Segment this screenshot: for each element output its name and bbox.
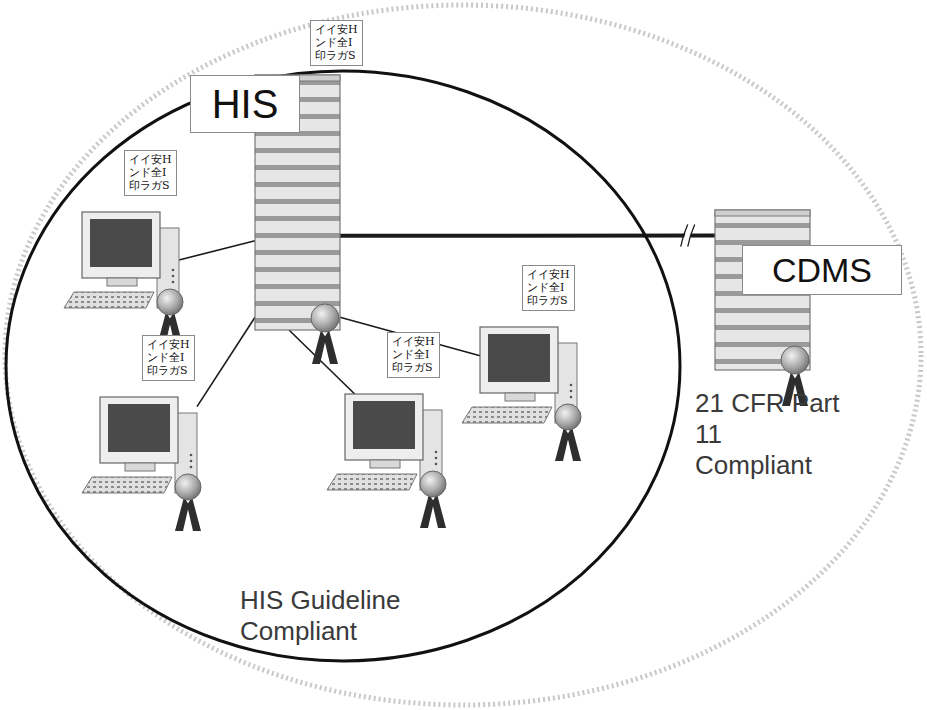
stand-leg (324, 330, 338, 364)
break-gap (682, 226, 694, 246)
node-body-anchor (100, 397, 197, 493)
network-connector (289, 330, 355, 394)
system-name: CDMS (772, 253, 872, 287)
globe-icon (157, 289, 183, 315)
monitor-frame (345, 394, 423, 460)
monitor-frame (82, 212, 160, 278)
globe-icon (781, 346, 809, 374)
network-line (340, 234, 715, 238)
stand-leg (420, 494, 434, 528)
monitor-screen (353, 401, 415, 449)
sticker-text: イイ安H ンド全I 印ラガS (523, 266, 574, 310)
server-illustration (188, 18, 383, 348)
stand-leg (555, 427, 569, 461)
network-line (289, 330, 355, 394)
workstation-node: イイ安H ンド全I 印ラガS (62, 150, 212, 350)
sticker-label: イイ安H ンド全I 印ラガS (522, 265, 575, 311)
node-body-anchor (82, 212, 179, 308)
globe-icon (555, 404, 581, 430)
stand-leg (187, 497, 201, 531)
network-connector (179, 241, 255, 260)
keyboard (82, 477, 172, 493)
server-node: CDMS (700, 195, 910, 400)
system-name-box: CDMS (742, 245, 902, 295)
monitor-frame (480, 327, 558, 393)
ellipse-illustration (3, 68, 683, 664)
server-illustration (700, 195, 910, 400)
stand-leg (175, 497, 189, 531)
pc-tower-led (435, 457, 438, 460)
monitor-screen (90, 219, 152, 267)
keyboard (327, 474, 417, 490)
workstation-node: イイ安H ンド全I 印ラガS (325, 332, 475, 532)
pc-tower-led (570, 396, 573, 399)
break-mark (681, 225, 688, 247)
monitor-screen (488, 334, 550, 382)
compliance-note: 21 CFR Part 11 Compliant (695, 388, 845, 482)
monitor-base (370, 460, 400, 468)
monitor-base (505, 393, 535, 401)
sticker-text: イイ安H ンド全I 印ラガS (388, 333, 439, 377)
pc-tower-led (570, 390, 573, 393)
pc-tower-led (172, 269, 175, 272)
network-connector (340, 225, 715, 247)
sticker-label: イイ安H ンド全I 印ラガS (387, 332, 440, 378)
server-top (715, 210, 810, 216)
node-body-anchor (3, 68, 683, 664)
pc-tower-led (190, 460, 193, 463)
sticker-text: イイ安H ンド全I 印ラガS (143, 336, 194, 380)
network-line (179, 241, 255, 260)
stand-leg (567, 427, 581, 461)
stand-leg (432, 494, 446, 528)
sticker-text: イイ安H ンド全I 印ラガS (311, 21, 362, 65)
break-mark (688, 225, 695, 247)
monitor-base (107, 278, 137, 286)
server-node: HIS イイ安H ンド全I 印ラガS (188, 18, 383, 348)
globe-icon (175, 474, 201, 500)
boundary-outline (6, 71, 680, 661)
system-name-box: HIS (190, 75, 300, 133)
workstation-node: イイ安H ンド全I 印ラガS (460, 265, 610, 465)
sticker-label: イイ安H ンド全I 印ラガS (310, 20, 363, 66)
pc-tower-led (190, 466, 193, 469)
pc-tower-led (435, 463, 438, 466)
pc-tower-led (172, 281, 175, 284)
pc-tower-led (190, 454, 193, 457)
network-connector (197, 317, 255, 406)
stand-leg (312, 330, 326, 364)
keyboard (462, 407, 552, 423)
system-boundary-ellipse: HIS Guideline Compliant HIS イイ安H ンド全I 印ラガS… (3, 68, 683, 664)
node-body-anchor (345, 394, 442, 490)
monitor-base (125, 463, 155, 471)
node-body-anchor (480, 327, 577, 423)
globe-icon (420, 471, 446, 497)
network-line (197, 317, 255, 406)
pc-tower-led (435, 451, 438, 454)
pc-tower-led (570, 384, 573, 387)
workstation-node: イイ安H ンド全I 印ラガS (80, 335, 230, 535)
globe-icon (311, 304, 339, 332)
system-name: HIS (212, 84, 279, 124)
sticker-label: イイ安H ンド全I 印ラガS (142, 335, 195, 381)
sticker-label: イイ安H ンド全I 印ラガS (124, 150, 177, 196)
keyboard (64, 292, 154, 308)
compliance-note: HIS Guideline Compliant (240, 585, 450, 647)
monitor-screen (108, 404, 170, 452)
pc-tower-led (172, 275, 175, 278)
sticker-text: イイ安H ンド全I 印ラガS (125, 151, 176, 195)
monitor-frame (100, 397, 178, 463)
